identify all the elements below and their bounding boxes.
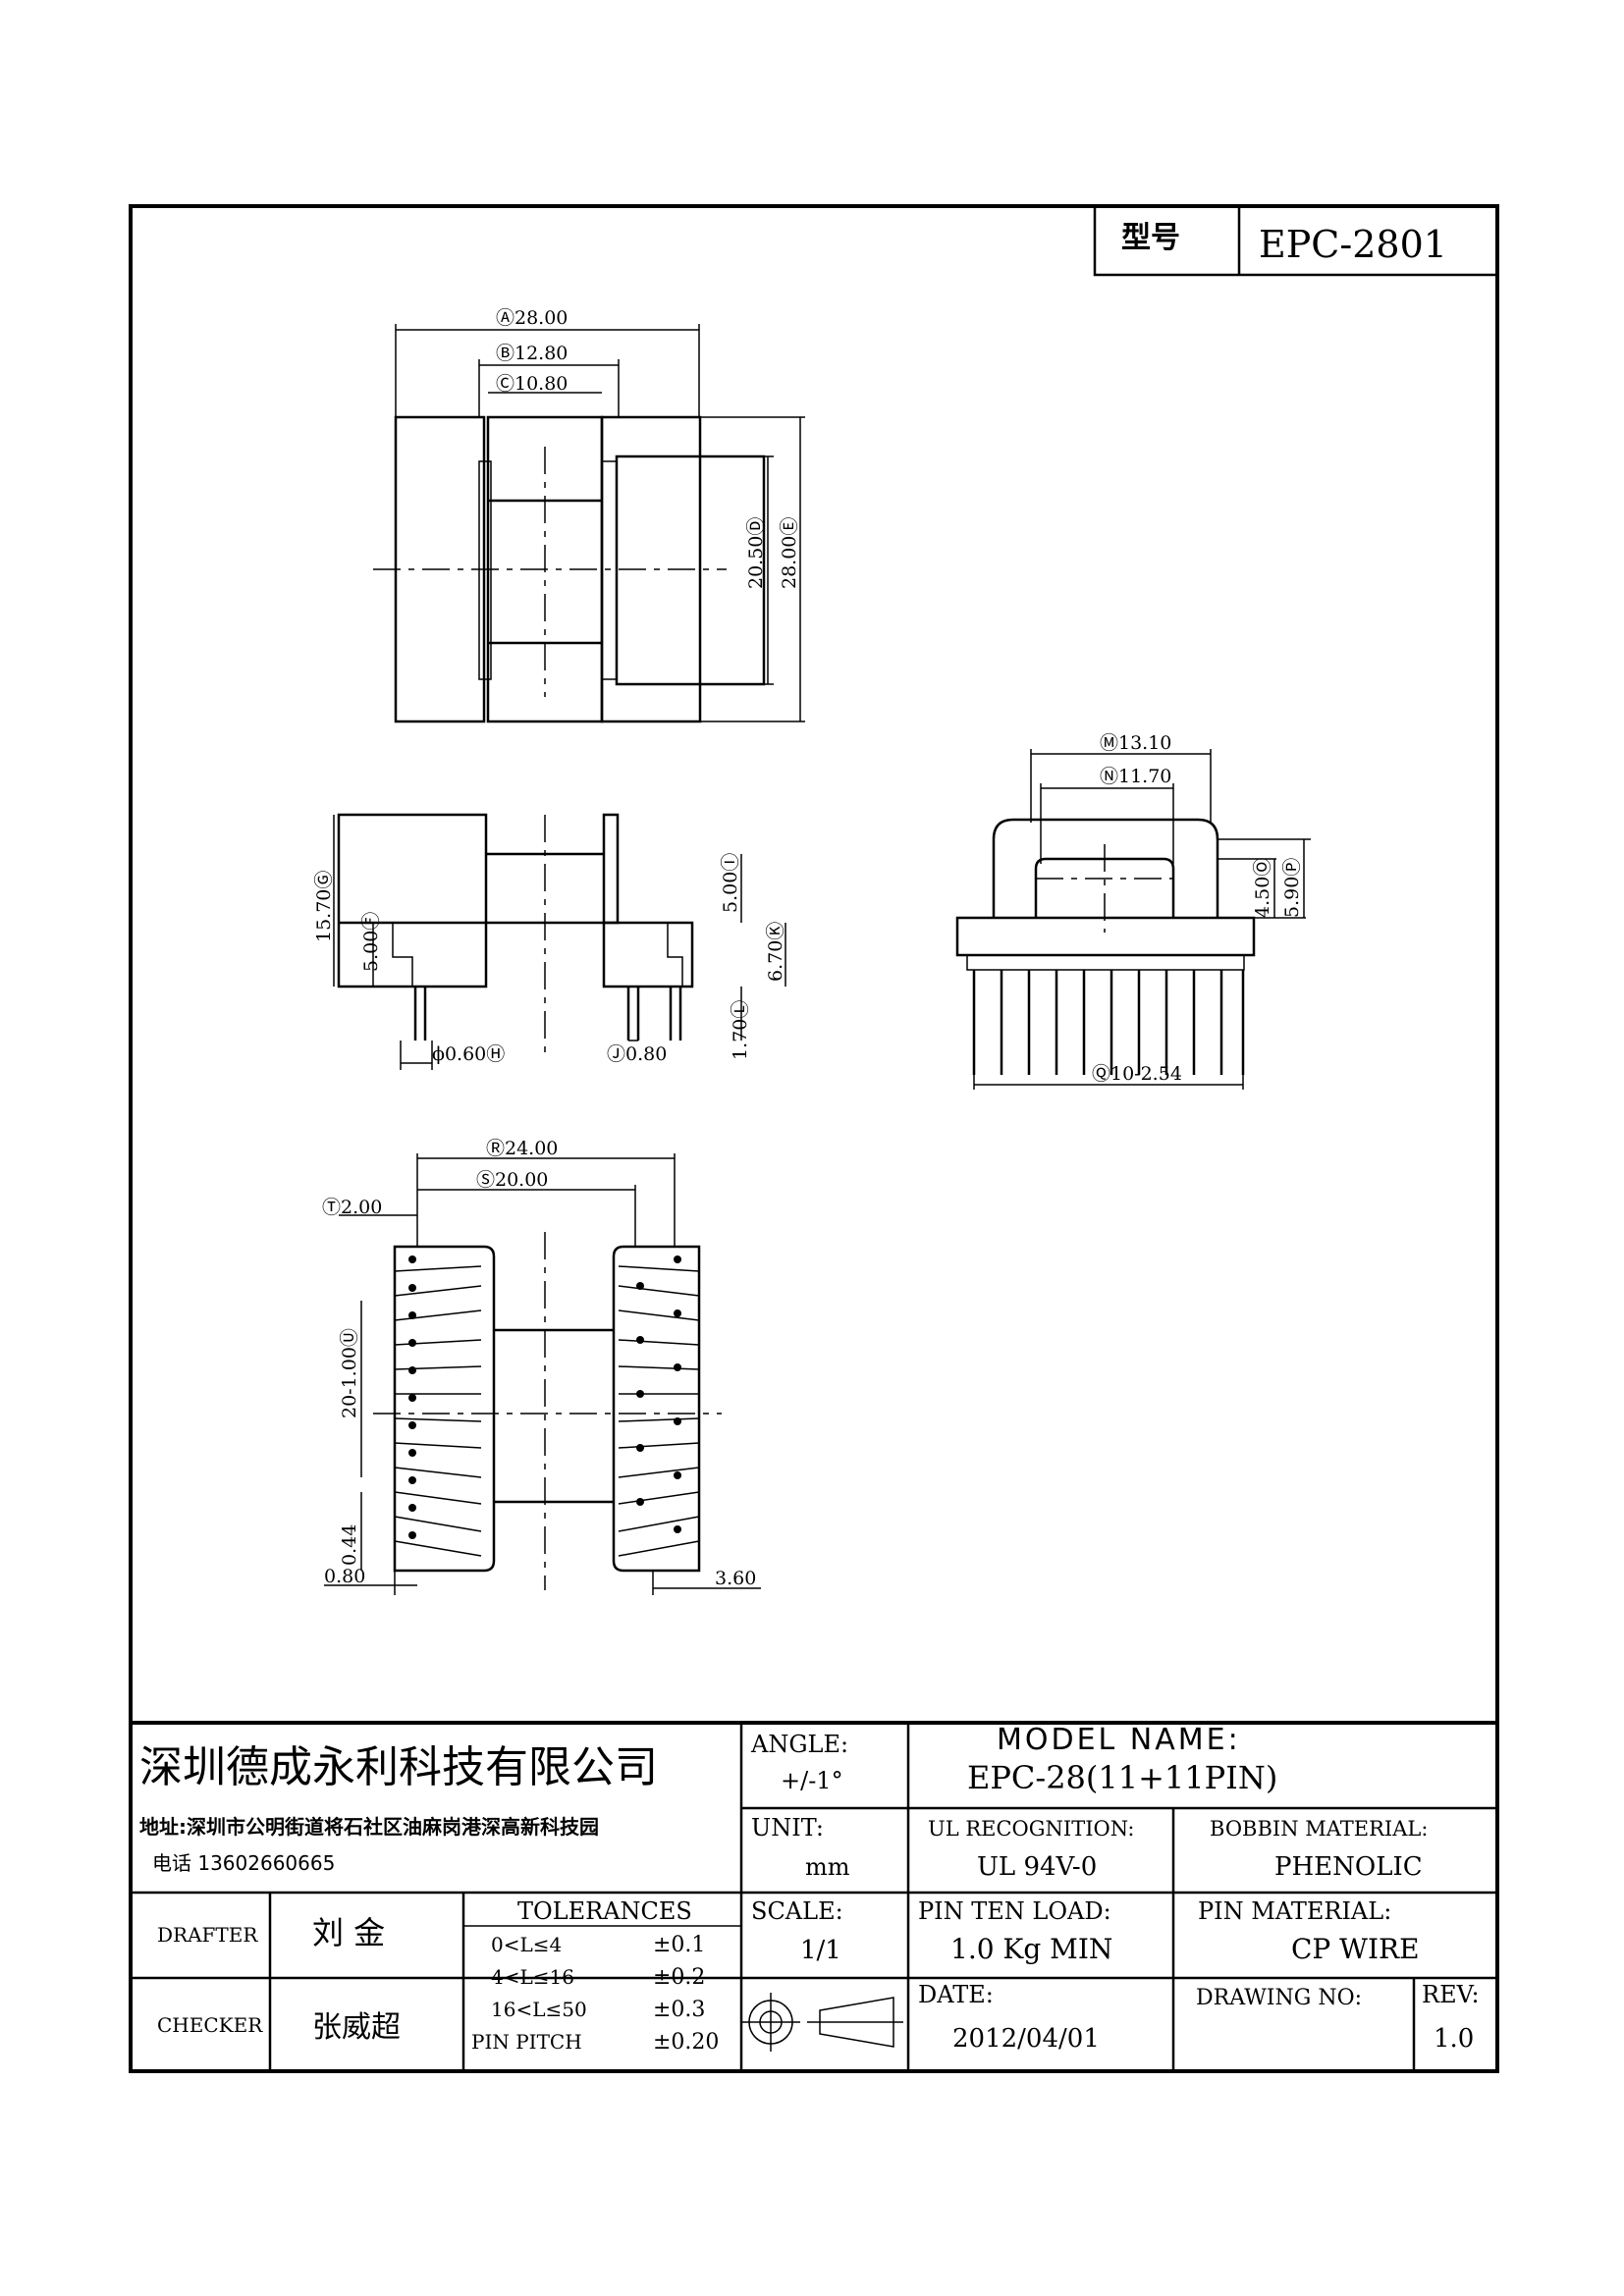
dim-p-label: 5.90Ⓟ	[1281, 858, 1303, 918]
title-block: 深圳德成永利科技有限公司 地址:深圳市公明街道将石社区油麻岗港深高新科技园 电话…	[131, 1721, 1497, 2071]
unit-value: mm	[805, 1853, 850, 1881]
angle-value: +/-1°	[781, 1767, 843, 1794]
bobbin-value: PHENOLIC	[1274, 1852, 1423, 1882]
angle-label: ANGLE:	[750, 1731, 848, 1758]
ul-label: UL RECOGNITION:	[928, 1817, 1134, 1841]
dim-e-label: 28.00Ⓔ	[779, 517, 800, 589]
rev-label: REV:	[1422, 1981, 1480, 2008]
dim-l-label: 1.70Ⓛ	[730, 1000, 751, 1060]
company-phone: 电话 13602660665	[152, 1851, 335, 1875]
dim-f-label: 5.00Ⓕ	[360, 912, 382, 972]
dim-q-label: Ⓠ10-2.54	[1092, 1063, 1182, 1085]
dim-t-label: Ⓣ2.00	[322, 1197, 382, 1218]
date-value: 2012/04/01	[952, 2024, 1100, 2054]
tol-range-2: 4<L≤16	[491, 1965, 574, 1989]
dim-m-label: Ⓜ13.10	[1100, 732, 1171, 754]
top-view: Ⓐ28.00 Ⓑ12.80 Ⓒ10.80 20.50Ⓓ 28.00Ⓔ	[373, 307, 805, 723]
model-label: 型号	[1121, 221, 1180, 255]
dim-080-label: 0.80	[324, 1566, 365, 1587]
tol-value-1: ±0.1	[653, 1933, 705, 1957]
side-view: 15.70Ⓖ 5.00Ⓕ ϕ0.60Ⓗ 5.00Ⓘ 6.70Ⓚ Ⓙ0.80 1.…	[313, 813, 786, 1070]
pin-load-value: 1.0 Kg MIN	[950, 1933, 1112, 1965]
dim-d-label: 20.50Ⓓ	[745, 517, 767, 589]
dim-044-label: 0.44	[339, 1524, 360, 1566]
checker-value: 张威超	[312, 2010, 401, 2045]
sheet-border	[129, 204, 1499, 2073]
dim-r-label: Ⓡ24.00	[486, 1138, 558, 1159]
pin-material-value: CP WIRE	[1291, 1933, 1420, 1965]
pin-load-label: PIN TEN LOAD:	[918, 1897, 1111, 1925]
tol-value-3: ±0.3	[653, 1998, 705, 2022]
date-label: DATE:	[918, 1981, 994, 2008]
rev-value: 1.0	[1434, 2024, 1474, 2054]
model-header-box: 型号 EPC-2801	[1093, 204, 1499, 277]
scale-value: 1/1	[800, 1936, 841, 1965]
tolerances-label: TOLERANCES	[517, 1897, 692, 1925]
bottom-view: Ⓡ24.00 Ⓢ20.00 Ⓣ2.00	[322, 1138, 761, 1595]
dim-s-label: Ⓢ20.00	[476, 1169, 548, 1191]
unit-label: UNIT:	[751, 1814, 824, 1842]
front-pins	[972, 970, 1245, 1075]
dim-h-label: ϕ0.60Ⓗ	[432, 1043, 505, 1065]
model-name-label: MODEL NAME:	[997, 1723, 1241, 1757]
scale-label: SCALE:	[751, 1897, 843, 1925]
tol-value-2: ±0.2	[653, 1965, 705, 1990]
model-name-value: EPC-28(11+11PIN)	[967, 1759, 1277, 1796]
dim-g-label: 15.70Ⓖ	[313, 871, 335, 942]
tol-value-4: ±0.20	[653, 2030, 719, 2055]
pin-material-label: PIN MATERIAL:	[1198, 1897, 1391, 1925]
dim-b-label: Ⓑ12.80	[496, 343, 568, 364]
drafter-label: DRAFTER	[157, 1923, 258, 1947]
dim-360-label: 3.60	[715, 1568, 756, 1589]
dim-o-label: 4.50Ⓞ	[1252, 858, 1273, 918]
tol-range-3: 16<L≤50	[491, 1998, 587, 2021]
front-view: Ⓜ13.10 Ⓝ11.70 Ⓠ10-2.54	[955, 732, 1311, 1090]
dim-u-label: 20-1.00Ⓤ	[339, 1328, 360, 1418]
bobbin-label: BOBBIN MATERIAL:	[1210, 1817, 1428, 1841]
dim-c-label: Ⓒ10.80	[496, 373, 568, 395]
ul-value: UL 94V-0	[977, 1852, 1097, 1882]
company-address: 地址:深圳市公明街道将石社区油麻岗港深高新科技园	[139, 1815, 599, 1839]
tol-range-4: PIN PITCH	[471, 2030, 582, 2054]
company-name: 深圳德成永利科技有限公司	[139, 1742, 658, 1792]
projection-symbol	[741, 1993, 903, 2052]
dim-j-label: Ⓙ0.80	[607, 1043, 667, 1065]
checker-label: CHECKER	[157, 2013, 263, 2037]
dim-i-label: 5.00Ⓘ	[720, 853, 741, 913]
dim-n-label: Ⓝ11.70	[1100, 766, 1171, 787]
right-pin-row	[618, 1255, 700, 1557]
drawing-no-label: DRAWING NO:	[1196, 1986, 1362, 2010]
tol-range-1: 0<L≤4	[491, 1933, 562, 1956]
model-value: EPC-2801	[1259, 223, 1447, 266]
dim-a-label: Ⓐ28.00	[496, 307, 568, 329]
drafter-value: 刘 金	[312, 1914, 385, 1951]
dim-k-label: 6.70Ⓚ	[765, 922, 786, 982]
left-pin-row	[394, 1255, 482, 1557]
